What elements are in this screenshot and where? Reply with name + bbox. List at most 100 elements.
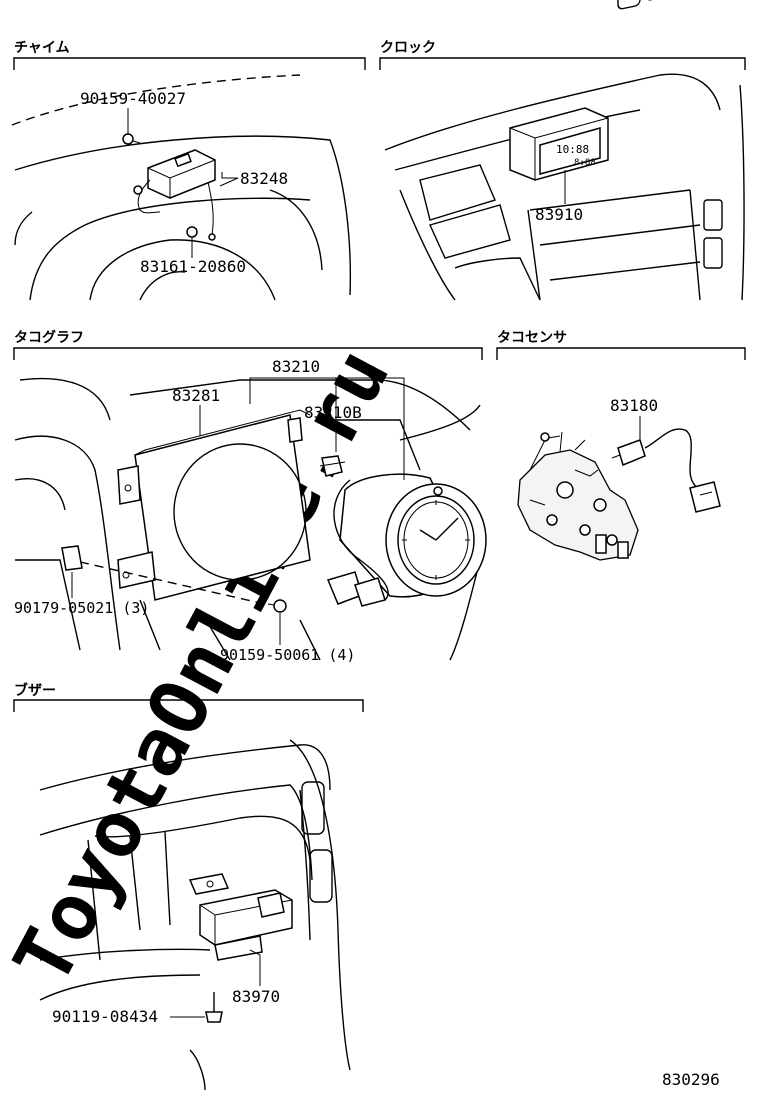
part-label-83210: 83210: [272, 357, 320, 376]
dash-outline: [269, 189, 323, 271]
part-label-83248: 83248: [240, 169, 288, 188]
screw-icon: [273, 599, 287, 613]
part-label-83910: 83910: [535, 205, 583, 224]
section-bracket-clock: [379, 57, 746, 70]
buzzer-section: ブザー 83970 90119-08434: [13, 682, 364, 1091]
buzzer-tab-hole: [206, 880, 214, 888]
console-outline: [384, 73, 721, 151]
screw-icon: [122, 133, 134, 145]
section-bracket-tachograph: [13, 347, 483, 360]
dash-outline: [39, 744, 331, 791]
part-label-83210b: 83210B: [304, 403, 362, 422]
tacho-sensor: [617, 439, 646, 467]
buzzer-mounting-tab: [188, 873, 230, 895]
part-label-90179-05021: 90179-05021 (3): [14, 599, 149, 617]
mounting-bracket: [134, 414, 311, 601]
section-title-clock: クロック: [380, 40, 436, 56]
section-bracket-buzzer: [13, 699, 364, 712]
pump-fitting: [593, 498, 607, 512]
console-outline: [454, 257, 541, 301]
chime-wire: [137, 179, 161, 214]
console-button: [645, 0, 669, 1]
part-label-90159-40027: 90159-40027: [80, 89, 186, 108]
tacho-sensor-section: タコセンサ 83180: [496, 330, 746, 561]
pump-fitting: [579, 524, 591, 536]
bracket-hole: [173, 443, 307, 581]
sensor-connector: [689, 481, 721, 513]
chime-unit-edge: [147, 159, 216, 198]
dash-outline: [289, 739, 351, 1071]
bulb-icon: [321, 455, 343, 477]
bracket-tab-hole: [124, 484, 132, 492]
section-title-chime: チャイム: [14, 40, 70, 56]
pump-detail: [529, 469, 599, 506]
console-button: [617, 0, 641, 10]
harness-connector: [354, 577, 386, 607]
buzzer-bracket: [214, 935, 263, 961]
section-bracket-chime: [13, 57, 366, 70]
dash-outline: [14, 478, 66, 511]
tachograph-needle: [419, 529, 437, 541]
dash-outline: [19, 377, 111, 421]
console-outline: [739, 84, 745, 301]
pump-fitting: [606, 534, 618, 546]
bracket-tab: [287, 417, 303, 443]
leader-line: [249, 949, 261, 986]
sensor-connector-detail: [699, 491, 713, 496]
dash-outline: [39, 784, 313, 881]
part-label-83970: 83970: [232, 987, 280, 1006]
dash-outline: [399, 404, 481, 441]
dash-outline: [39, 974, 201, 1001]
pump-fitting: [540, 432, 550, 442]
console-button: [703, 199, 723, 231]
panel-line: [527, 189, 701, 301]
section-title-tacho-sensor: タコセンサ: [497, 330, 567, 346]
section-title-buzzer: ブザー: [14, 682, 56, 699]
gauge-arc: [89, 239, 276, 301]
screw-shaft: [132, 140, 141, 144]
pump-fitting: [556, 481, 574, 499]
dash-outline: [14, 435, 121, 651]
dash-outline: [39, 948, 211, 961]
clock-section: クロック 10:88 8:88 83910: [379, 0, 746, 301]
leader-line: [219, 177, 239, 187]
vent: [419, 164, 496, 221]
dash-outline: [15, 559, 81, 651]
leader-line: [221, 172, 238, 179]
part-label-90159-50061: 90159-50061 (4): [220, 646, 355, 664]
tachograph-needle: [435, 517, 459, 541]
pump-fitting: [546, 514, 558, 526]
chime-wire-end: [208, 233, 216, 241]
screw-shaft: [267, 603, 275, 606]
tachograph-section: タコグラフ: [13, 329, 487, 664]
sensor-cable: [644, 428, 701, 491]
console-button: [301, 781, 325, 835]
section-title-tachograph: タコグラフ: [14, 329, 84, 346]
dash-outline: [14, 211, 33, 246]
clip-icon: [186, 226, 198, 238]
bracket-tab: [117, 551, 156, 589]
dash-outline: [14, 135, 352, 296]
part-label-83281: 83281: [172, 386, 220, 405]
part-label-83180: 83180: [610, 396, 658, 415]
console-outline: [399, 189, 456, 301]
dash-outline: [129, 379, 471, 431]
buzzer-connector: [257, 892, 285, 918]
dash-outline: [11, 74, 301, 126]
pump-fitting: [595, 534, 607, 554]
dash-outline: [330, 419, 421, 471]
pump-detail: [529, 431, 586, 471]
mounting-bracket-edge: [134, 409, 311, 456]
clock-sub-text: 8:88: [574, 158, 596, 168]
gauge-arc: [139, 271, 186, 301]
chime-unit: [147, 149, 216, 199]
injection-pump-housing: [517, 449, 639, 561]
part-label-83161-20860: 83161-20860: [140, 257, 246, 276]
dash-outline: [87, 831, 171, 961]
clock-unit-edge: [509, 117, 609, 180]
part-label-90119-08434: 90119-08434: [52, 1007, 158, 1026]
clock-face: [539, 127, 601, 175]
dash-outline: [94, 815, 311, 861]
wire-harness: [333, 479, 389, 601]
